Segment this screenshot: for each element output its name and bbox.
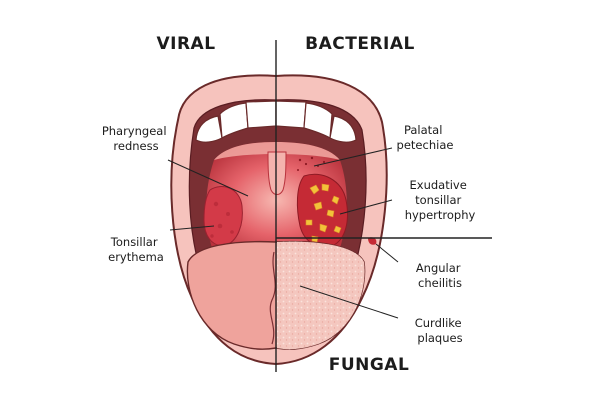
exudate-patches: [305, 183, 342, 243]
label-pharyngeal-redness: Pharyngeal redness: [102, 124, 170, 153]
leader-lines: [167, 147, 399, 319]
label-exudative-tonsillar-hypertrophy: Exudative tonsillar hypertrophy: [405, 178, 476, 222]
label-tonsillar-erythema: Tonsillar erythema: [108, 235, 164, 264]
label-angular-cheilitis: Angular cheilitis: [416, 261, 464, 290]
petechiae-dots: [297, 156, 326, 171]
title-viral: VIRAL: [156, 34, 215, 54]
tongue-fungal-area: [277, 241, 365, 350]
title-bacterial: BACTERIAL: [305, 34, 415, 54]
tonsil-viral-texture: [210, 201, 234, 238]
label-curdlike-plaques: Curdlike plaques: [415, 316, 466, 345]
label-palatal-petechiae: Palatal petechiae: [397, 123, 454, 152]
angular-cheilitis-lesion: [368, 237, 377, 245]
soft-palate: [214, 142, 340, 160]
tongue-groove: [269, 251, 276, 345]
uvula: [267, 151, 287, 195]
title-fungal: FUNGAL: [329, 355, 410, 375]
